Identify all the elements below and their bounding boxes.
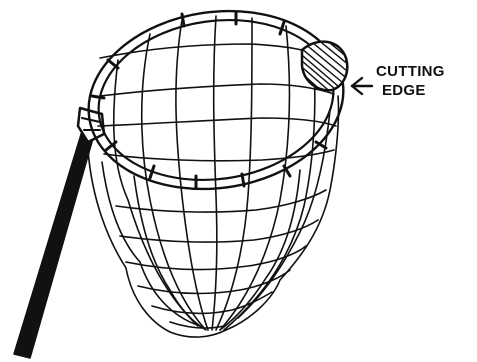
handle (14, 108, 104, 358)
callout-label-line1: CUTTING (376, 62, 476, 81)
arrow-left-icon (352, 78, 372, 94)
cutting-edge-callout-label: CUTTING EDGE (376, 62, 476, 100)
callout-label-line2: EDGE (376, 81, 476, 100)
